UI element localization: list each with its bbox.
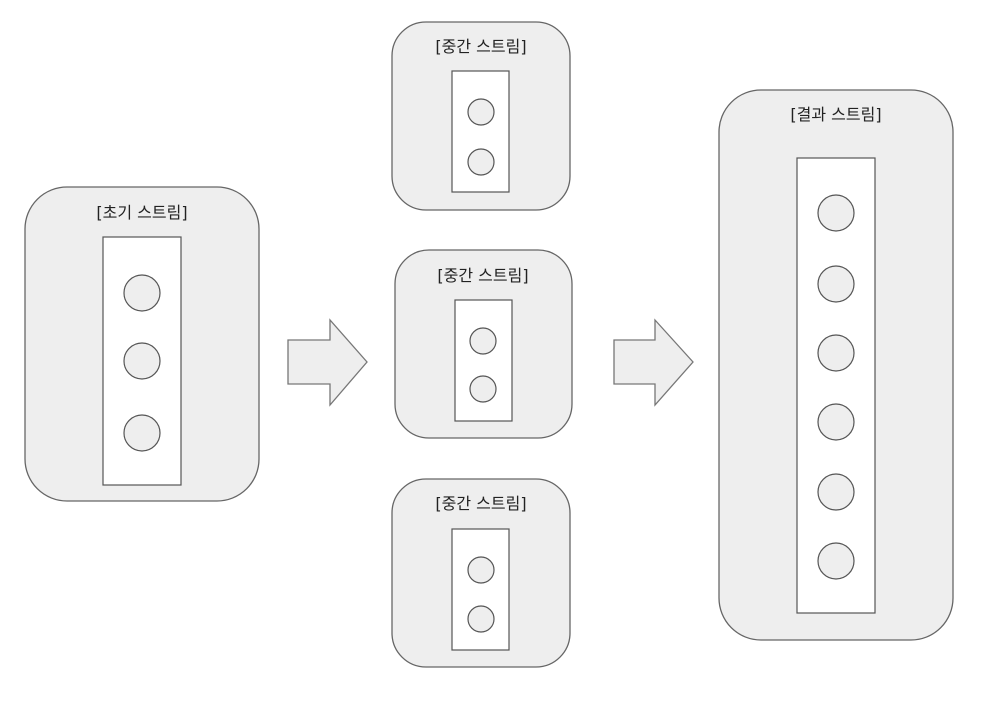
initial-stream: [초기 스트림] bbox=[24, 186, 260, 502]
intermediate-stream-1: [중간 스트림] bbox=[391, 21, 571, 211]
intermediate-stream-2: [중간 스트림] bbox=[394, 249, 573, 439]
stream-element bbox=[817, 194, 855, 232]
intermediate-stream-label: [중간 스트림] bbox=[435, 494, 526, 513]
stream-element bbox=[467, 148, 495, 176]
intermediate-stream-label: [중간 스트림] bbox=[437, 266, 528, 285]
result-stream: [결과 스트림] bbox=[718, 89, 954, 641]
right-arrow-icon bbox=[287, 318, 368, 407]
stream-element bbox=[817, 473, 855, 511]
result-stream-label: [결과 스트림] bbox=[790, 105, 881, 124]
intermediate-stream-label: [중간 스트림] bbox=[435, 37, 526, 56]
intermediate-stream-3: [중간 스트림] bbox=[391, 478, 571, 668]
initial-stream-label: [초기 스트림] bbox=[96, 203, 187, 222]
result-stream-container bbox=[796, 157, 876, 614]
stream-element bbox=[123, 342, 161, 380]
stream-element bbox=[817, 334, 855, 372]
stream-element bbox=[123, 274, 161, 312]
stream-element bbox=[467, 556, 495, 584]
stream-element bbox=[817, 403, 855, 441]
stream-element bbox=[817, 542, 855, 580]
stream-element bbox=[469, 327, 497, 355]
right-arrow-icon bbox=[613, 318, 694, 407]
stream-element bbox=[817, 265, 855, 303]
stream-element bbox=[469, 375, 497, 403]
stream-element bbox=[467, 98, 495, 126]
stream-element bbox=[123, 414, 161, 452]
intermediate-stream-container bbox=[454, 299, 513, 422]
stream-element bbox=[467, 605, 495, 633]
